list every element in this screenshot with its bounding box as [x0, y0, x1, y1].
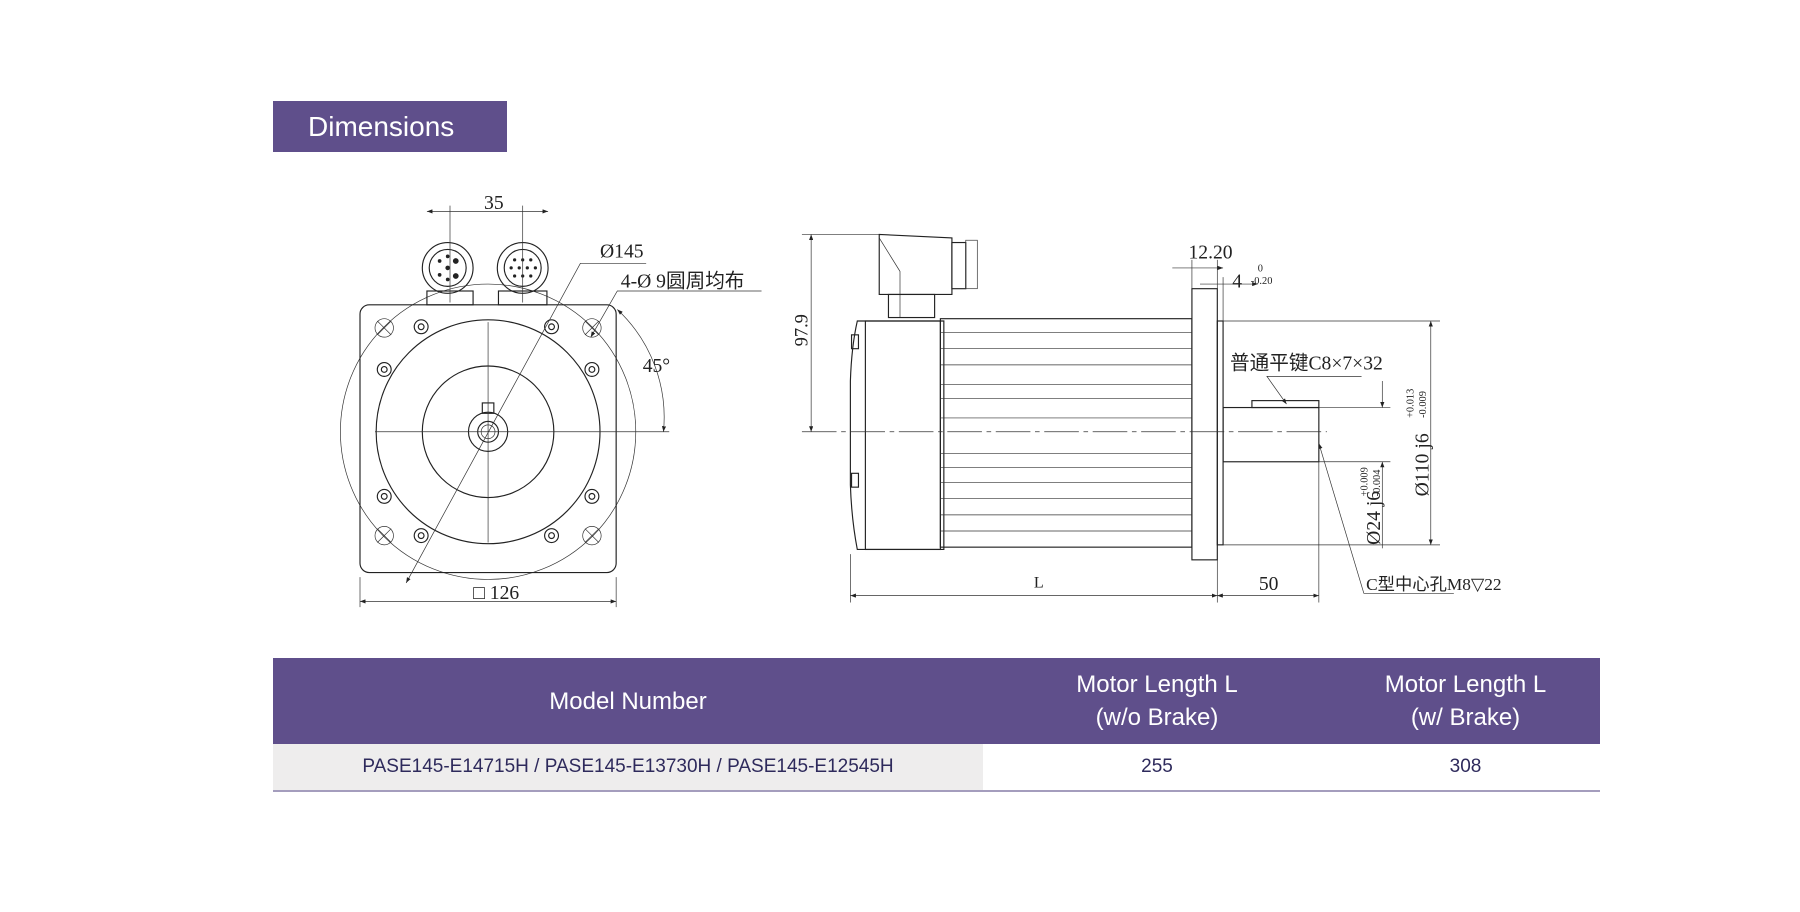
length-no-brake-cell: 255 [983, 744, 1331, 792]
header-line-2: (w/ Brake) [1410, 704, 1521, 731]
flange-square [359, 304, 617, 574]
spigot-tol-upper: +0.013 [1405, 389, 1416, 418]
shaft-tol-lower: -0.004 [1372, 469, 1383, 497]
bolt-holes [374, 318, 602, 546]
pilot-tol-lower: -0.20 [1251, 276, 1273, 287]
center-hole-label: C型中心孔M8▽22 [1366, 575, 1501, 594]
header-line-2: (w/o Brake) [1095, 704, 1219, 731]
section-title: Dimensions [273, 101, 507, 152]
side-view: 97.9 12.20 [792, 233, 1502, 603]
pilot-tol-upper: 0 [1258, 263, 1263, 274]
shaft-tol-upper: +0.009 [1359, 467, 1370, 496]
header-line-1: Motor Length L [1076, 671, 1238, 698]
front-view: 35 Ø145 4-Ø 9圆周均布 45° □ 126 [340, 193, 762, 608]
pcd-label: Ø145 [600, 242, 644, 263]
cooling-fins [940, 332, 1192, 532]
connectors [421, 241, 549, 306]
motor-body [849, 233, 1320, 561]
shaft-length-label: 50 [1259, 574, 1279, 595]
spigot-label: Ø110 j6 [1412, 433, 1433, 496]
header-length-brake: Motor Length L (w/ Brake) [1331, 658, 1600, 744]
flange-thickness-label: 12.20 [1188, 243, 1232, 264]
height-label: 97.9 [792, 314, 812, 346]
connector-spacing-label: 35 [484, 193, 504, 214]
table-row: PASE145-E14715H / PASE145-E13730H / PASE… [273, 744, 1600, 792]
motor-length-table: Model Number Motor Length L (w/o Brake) M… [273, 658, 1600, 792]
holes-label: 4-Ø 9圆周均布 [621, 271, 745, 293]
length-brake-cell: 308 [1331, 744, 1600, 792]
key-label: 普通平键C8×7×32 [1230, 352, 1383, 374]
table-header-row: Model Number Motor Length L (w/o Brake) M… [273, 658, 1600, 744]
model-cell: PASE145-E14715H / PASE145-E13730H / PASE… [273, 744, 983, 792]
angle-label: 45° [643, 356, 670, 377]
shaft-label: Ø24 j6 [1364, 491, 1385, 545]
header-line-1: Motor Length L [1384, 671, 1547, 698]
length-label: L [1034, 575, 1044, 592]
header-model-number: Model Number [273, 658, 983, 744]
spigot-tol-lower: -0.009 [1418, 391, 1429, 418]
pilot-label: 4 [1232, 272, 1242, 293]
header-length-no-brake: Motor Length L (w/o Brake) [983, 658, 1331, 744]
square-label: □ 126 [473, 583, 519, 604]
